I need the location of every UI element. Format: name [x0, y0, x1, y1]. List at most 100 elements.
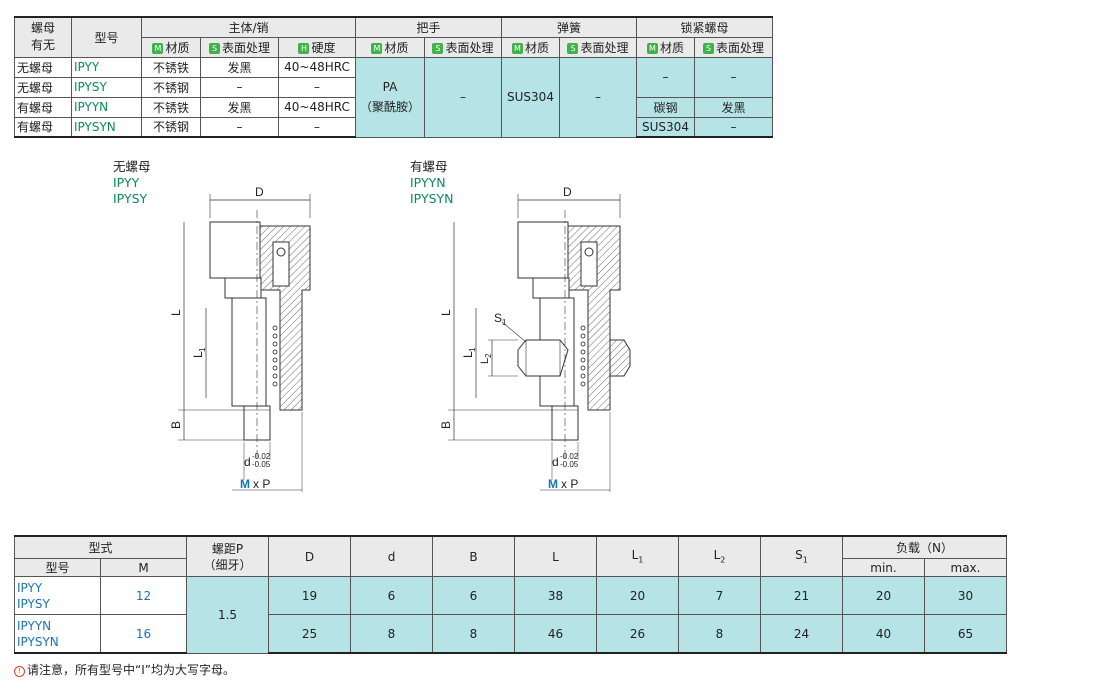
table-row: 无螺母 IPYY 不锈铁 发黑 40~48HRC PA （聚酰胺） – SUS3… [14, 56, 773, 138]
nut-presence-header: 螺母 有无 [14, 16, 72, 58]
table-row: 有螺母 IPYYN 不锈铁 发黑 40~48HRC 碳钢 发黑 [14, 96, 773, 118]
body-material-cell: 不锈钢 [141, 76, 201, 98]
load-header: 负载（N） [842, 535, 1007, 559]
l1-header: L1 [596, 535, 679, 577]
right-drawing-title: 有螺母 IPYYN IPYSYN [410, 159, 454, 206]
dim-l2-label: L [479, 358, 491, 364]
surface-badge-icon: S [702, 42, 714, 54]
body-material-cell: 不锈铁 [141, 56, 201, 78]
s1-header: S1 [760, 535, 843, 577]
d-lower-cell: 6 [350, 576, 433, 615]
locknut-material-cell: – [636, 56, 695, 98]
dim-small-d-label: d [552, 455, 559, 469]
uppercase-note: !请注意，所有型号中“I”均为大写字母。 [14, 661, 235, 678]
handle-header: 把手 [355, 16, 502, 38]
d-upper-header: D [268, 535, 351, 577]
dim-l2-subscript: 2 [484, 353, 493, 358]
b-cell: 8 [432, 614, 515, 654]
locknut-surface-cell: 发黑 [694, 96, 773, 118]
load-min-header: min. [842, 558, 925, 577]
tolerance-upper: -0.02 [560, 452, 579, 461]
dim-l-label: L [439, 309, 453, 316]
dim-l1-subscript: 1 [198, 347, 207, 352]
tolerance-lower: -0.05 [560, 460, 579, 469]
dim-small-d-label: d [244, 455, 251, 469]
d-lower-cell: 8 [350, 614, 433, 654]
model-header: 型号 [71, 16, 142, 58]
locknut-surface-cell: – [694, 116, 773, 138]
body-hardness-cell: – [278, 76, 356, 98]
material-badge-icon: M [511, 42, 523, 54]
tolerance-upper: -0.02 [252, 452, 271, 461]
dim-l1-label: L [191, 351, 205, 358]
locknut-header: 锁紧螺母 [636, 16, 773, 38]
right-technical-drawing: D L L 1 L 2 S 1 B d -0.02 -0.05 M x P [439, 185, 631, 492]
dim-m-label: M [240, 477, 250, 491]
surface-badge-icon: S [432, 42, 444, 54]
tolerance-lower: -0.05 [252, 460, 271, 469]
b-cell: 6 [432, 576, 515, 615]
model-label: IPYY [113, 175, 140, 190]
d-lower-header: d [350, 535, 433, 577]
l2-header: L2 [678, 535, 761, 577]
material-badge-icon: M [371, 42, 383, 54]
material-badge-icon: M [152, 42, 164, 54]
left-technical-drawing: D L L 1 B d -0.02 -0.05 M x P [169, 185, 311, 492]
body-pin-header: 主体/销 [141, 16, 356, 38]
load-min-cell: 40 [842, 614, 925, 654]
nut-cell: 无螺母 [14, 56, 72, 78]
s1-cell: 24 [760, 614, 843, 654]
body-surface-cell: – [200, 116, 279, 138]
dim-m-label: M [548, 477, 558, 491]
body-surface-cell: 发黑 [200, 56, 279, 78]
model-cell: IPYY [71, 56, 142, 78]
locknut-material-cell: SUS304 [636, 116, 695, 138]
dim-s1-subscript: 1 [502, 318, 507, 327]
body-hardness-cell: 40~48HRC [278, 56, 356, 78]
model-label: IPYSY [113, 191, 148, 206]
load-max-cell: 30 [924, 576, 1007, 615]
l-cell: 38 [514, 576, 597, 615]
body-surface-cell: – [200, 76, 279, 98]
dim-d-label: D [255, 185, 264, 199]
d-upper-cell: 25 [268, 614, 351, 654]
body-hardness-cell: – [278, 116, 356, 138]
model-cell: IPYSYN [71, 116, 142, 138]
pitch-header: 螺距P （细牙） [186, 535, 269, 577]
dim-b-label: B [169, 421, 183, 429]
dim-l-label: L [169, 309, 183, 316]
locknut-material-cell: 碳钢 [636, 96, 695, 118]
body-hardness-cell: 40~48HRC [278, 96, 356, 118]
l2-cell: 8 [678, 614, 761, 654]
dim-l1-subscript: 1 [468, 347, 477, 352]
left-drawing-title: 无螺母 IPYY IPYSY [113, 159, 151, 206]
body-surface-cell: 发黑 [200, 96, 279, 118]
surface-badge-icon: S [208, 42, 220, 54]
s1-cell: 21 [760, 576, 843, 615]
nut-cell: 无螺母 [14, 76, 72, 98]
handle-surface-cell: – [424, 56, 502, 138]
dim-pitch-label: x P [561, 477, 578, 491]
m-header: M [100, 558, 187, 577]
l-cell: 46 [514, 614, 597, 654]
material-badge-icon: M [646, 42, 658, 54]
dimension-table: 型式 螺距P （细牙） D d B L L1 L2 S1 负载（N） 型号 M … [14, 535, 1007, 654]
b-header: B [432, 535, 515, 577]
load-min-cell: 20 [842, 576, 925, 615]
l1-cell: 20 [596, 576, 679, 615]
locknut-surface-cell: – [694, 56, 773, 98]
m-cell: 16 [100, 614, 187, 654]
model-label: IPYSYN [410, 191, 454, 206]
spring-material-cell: SUS304 [501, 56, 560, 138]
table-row: 有螺母 IPYSYN 不锈钢 – – SUS304 – [14, 116, 773, 138]
model-cell: IPYYN [71, 96, 142, 118]
